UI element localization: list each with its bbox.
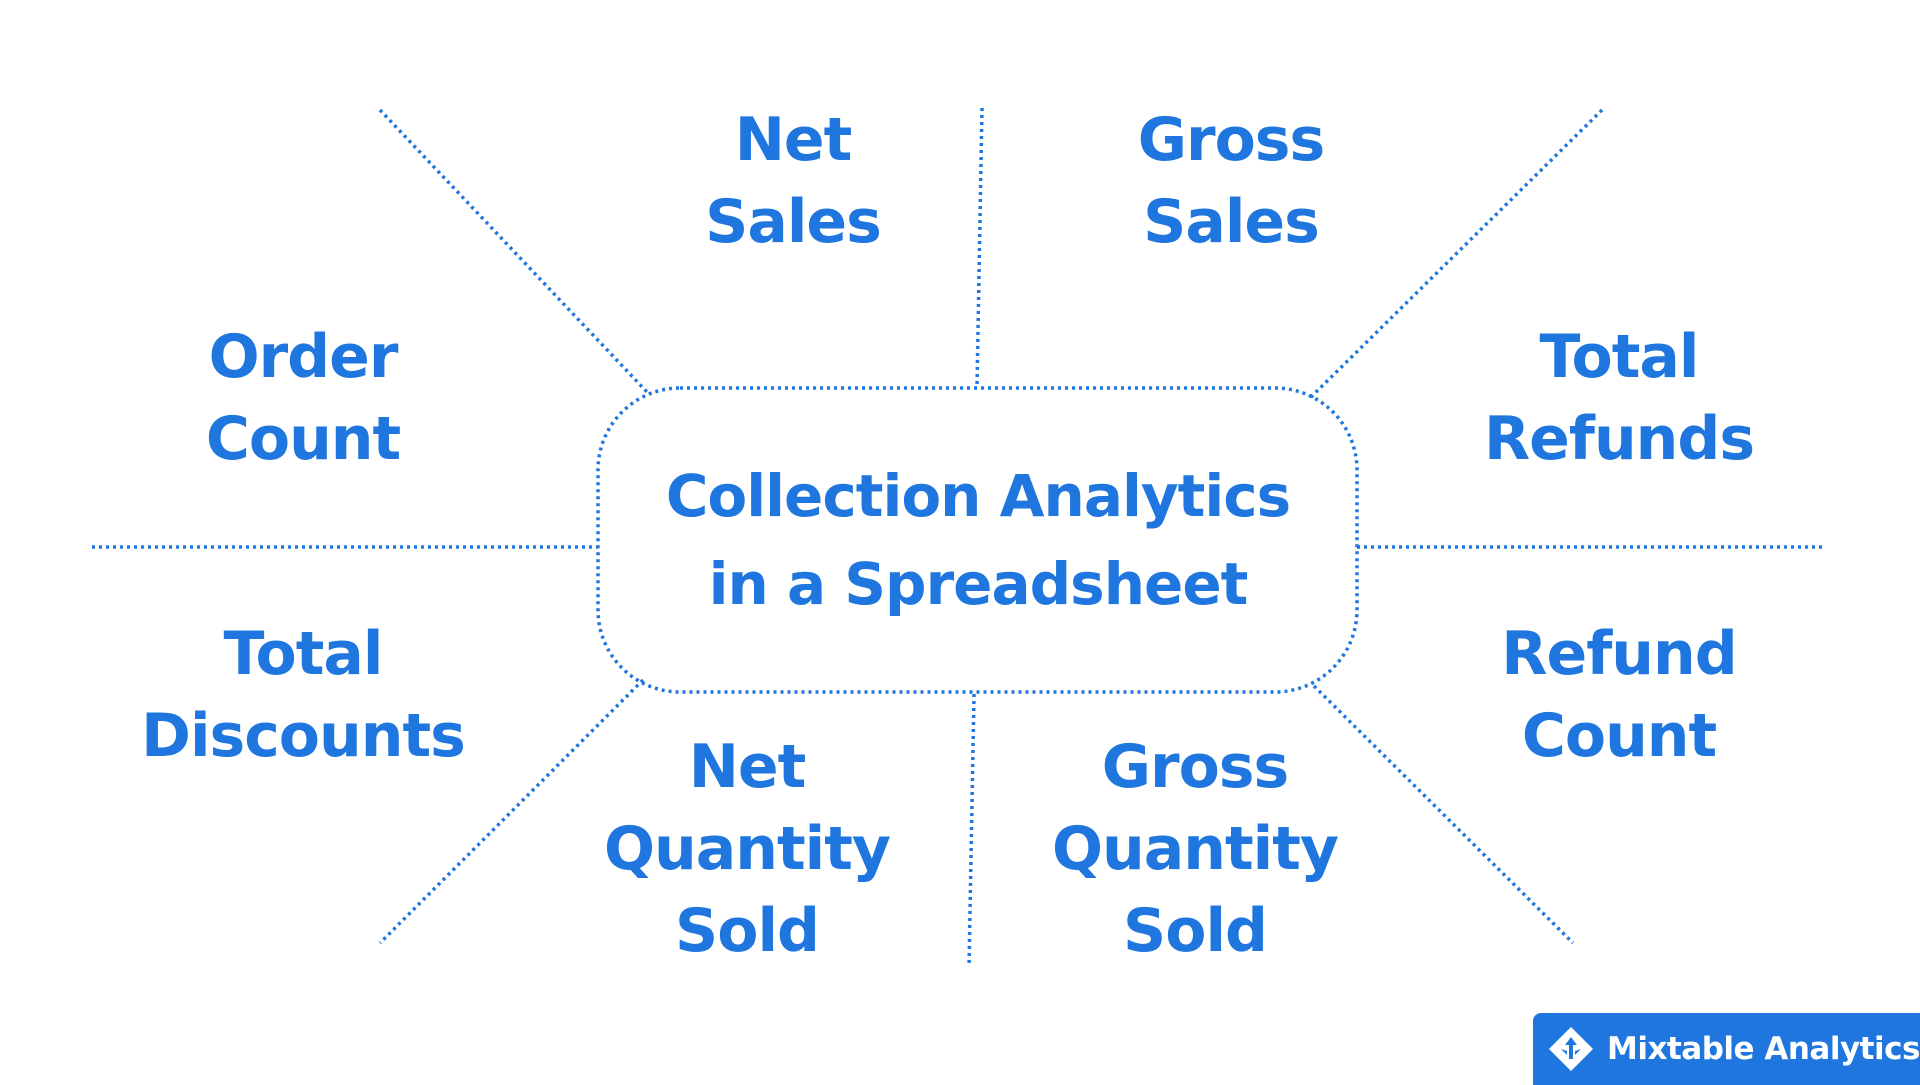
connector-lower-right xyxy=(1312,684,1575,945)
mixtable-analytics-badge: Mixtable Analytics xyxy=(1533,1013,1920,1085)
metric-net-sales: Net Sales xyxy=(573,99,1013,263)
brand-name: Mixtable Analytics xyxy=(1607,1031,1920,1067)
metric-line: Sales xyxy=(705,187,882,257)
metric-line: Total xyxy=(223,619,384,689)
metric-total-discounts: Total Discounts xyxy=(83,613,523,777)
metric-gross-sales: Gross Sales xyxy=(1011,99,1451,263)
metric-line: Order xyxy=(208,322,399,392)
metric-line: Quantity xyxy=(604,814,891,884)
metric-line: Count xyxy=(1521,701,1717,771)
metric-line: Discounts xyxy=(141,701,466,771)
metric-gross-quantity-sold: Gross Quantity Sold xyxy=(975,726,1415,972)
metric-line: Net xyxy=(734,105,853,175)
metric-line: Count xyxy=(205,404,401,474)
metric-order-count: Order Count xyxy=(83,316,523,480)
connector-upper-left xyxy=(378,108,649,394)
metric-line: Quantity xyxy=(1052,814,1339,884)
metric-line: Gross xyxy=(1137,105,1325,175)
metric-line: Total xyxy=(1539,322,1700,392)
connector-lower-left xyxy=(378,678,645,945)
center-box-border xyxy=(596,386,1359,694)
connector-upper-right xyxy=(1308,108,1604,400)
metric-total-refunds: Total Refunds xyxy=(1399,316,1839,480)
connector-top xyxy=(975,107,984,387)
mixtable-diamond-logo-icon xyxy=(1549,1027,1593,1071)
center-title-line-1: Collection Analytics xyxy=(665,462,1291,530)
connector-bottom xyxy=(967,693,976,968)
metric-net-quantity-sold: Net Quantity Sold xyxy=(527,726,967,972)
metric-line: Sold xyxy=(1123,896,1268,966)
metric-line: Net xyxy=(688,732,807,802)
metric-line: Refund xyxy=(1501,619,1737,689)
center-title-line-2: in a Spreadsheet xyxy=(708,550,1249,618)
center-title: Collection Analytics in a Spreadsheet xyxy=(598,388,1358,692)
metric-line: Refunds xyxy=(1483,404,1755,474)
metric-line: Sales xyxy=(1143,187,1320,257)
metric-refund-count: Refund Count xyxy=(1399,613,1839,777)
metric-line: Sold xyxy=(675,896,820,966)
metric-line: Gross xyxy=(1101,732,1289,802)
